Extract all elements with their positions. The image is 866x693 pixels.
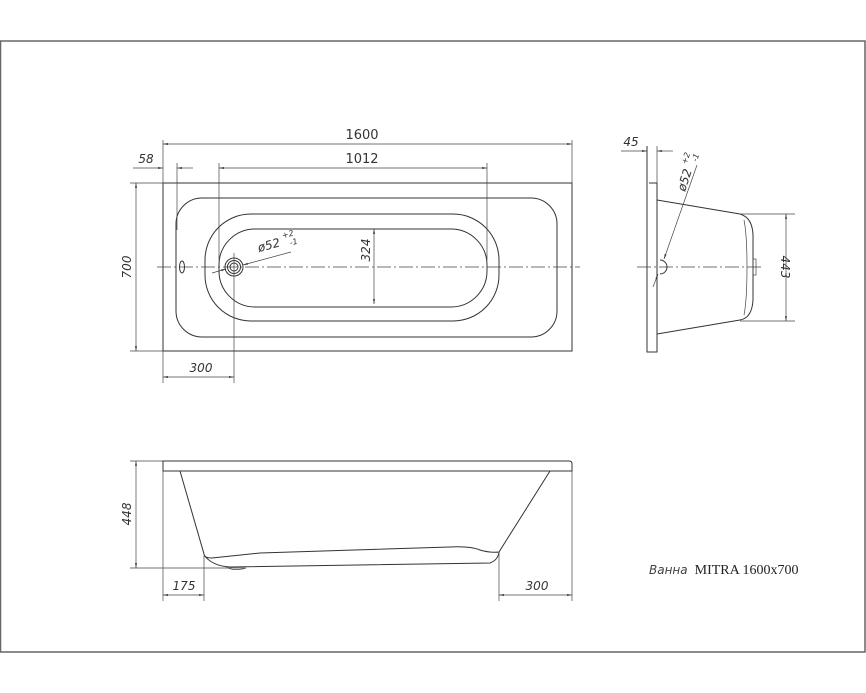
dim-end-height: 443 (778, 256, 792, 279)
dim-drain-offset: 300 (190, 361, 213, 375)
tub-rim-inner (175, 197, 558, 338)
drain-diameter-label: ø52 +2 -1 (253, 224, 300, 256)
side-drain-diameter-label: ø52 +2 -1 (668, 146, 702, 194)
dim-rim-offset: 58 (138, 152, 154, 166)
tub-basin (204, 213, 500, 322)
drawing-title: Ванна MITRA 1600x700 (649, 561, 798, 578)
drain-icon (224, 253, 244, 383)
dim-basin-width: 324 (359, 239, 373, 262)
dim-height: 448 (120, 502, 134, 525)
side-drain-icon (659, 259, 668, 275)
tub-rim-front (162, 460, 573, 472)
dim-left: 175 (173, 579, 196, 593)
dim-right: 300 (526, 579, 549, 593)
overflow-hole (179, 260, 185, 274)
dim-width: 700 (120, 255, 134, 278)
tub-basin-bottom (218, 228, 488, 308)
side-view: 45 443 ø52 +2 -1 (621, 135, 795, 353)
drawing-frame (0, 40, 866, 653)
front-view: 448 175 300 (120, 460, 573, 601)
tub-end-plate (646, 146, 658, 353)
top-view: 1600 58 1012 700 324 300 ø52 +2 -1 (120, 128, 580, 383)
dim-length: 1600 (345, 128, 378, 143)
dim-inner-length: 1012 (345, 152, 378, 167)
dim-rim-width: 45 (623, 135, 638, 149)
tub-body-front (179, 470, 551, 559)
